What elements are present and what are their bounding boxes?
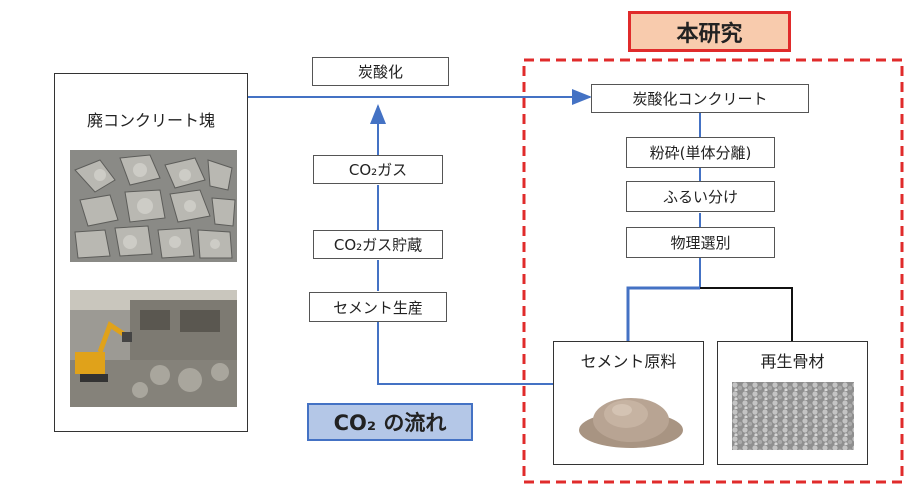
co2-flow-label: CO₂ の流れ <box>307 403 473 441</box>
crushing-box: 粉砕(単体分離) <box>626 137 775 168</box>
co2-storage-label: CO₂ガス貯蔵 <box>333 236 423 254</box>
aggregate-gravel-image <box>732 382 854 450</box>
sieving-box: ふるい分け <box>626 181 775 212</box>
carbonated-concrete-box: 炭酸化コンクリート <box>591 84 809 113</box>
co2-gas-box: CO₂ガス <box>313 155 443 184</box>
aggregate-gravel-photo <box>732 382 854 450</box>
cement-material-label: セメント原料 <box>580 352 677 371</box>
line-cement-material-to-production <box>377 322 553 385</box>
co2-flow-text: CO₂ の流れ <box>333 411 447 435</box>
rubble-pile-photo <box>70 150 237 262</box>
line-sorting-to-cement-material <box>626 286 700 341</box>
carbonation-label: 炭酸化 <box>357 63 403 81</box>
demolition-image <box>70 290 237 407</box>
research-title-text: 本研究 <box>676 21 743 47</box>
recycled-aggregate-label: 再生骨材 <box>760 352 825 371</box>
crushing-label: 粉砕(単体分離) <box>649 144 752 162</box>
recycled-aggregate-panel: 再生骨材 <box>717 341 868 465</box>
research-title: 本研究 <box>628 11 791 52</box>
line-sorting-to-aggregate <box>700 287 793 341</box>
cement-powder-image <box>579 398 683 448</box>
carbonated-concrete-label: 炭酸化コンクリート <box>632 90 768 108</box>
rubble-pile-image <box>70 150 237 262</box>
sieving-label: ふるい分け <box>662 188 738 206</box>
physical-sorting-label: 物理選別 <box>670 234 731 252</box>
co2-storage-box: CO₂ガス貯蔵 <box>313 230 443 259</box>
cement-production-label: セメント生産 <box>333 298 423 317</box>
co2-gas-label: CO₂ガス <box>348 161 408 179</box>
cement-powder-photo <box>576 380 686 452</box>
demolition-excavator-photo <box>70 290 237 407</box>
waste-concrete-panel: 廃コンクリート塊 <box>54 73 248 432</box>
waste-concrete-label: 廃コンクリート塊 <box>86 111 215 130</box>
cement-material-panel: セメント原料 <box>553 341 704 465</box>
carbonation-box: 炭酸化 <box>312 57 449 86</box>
physical-sorting-box: 物理選別 <box>626 227 775 258</box>
cement-production-box: セメント生産 <box>309 292 447 322</box>
